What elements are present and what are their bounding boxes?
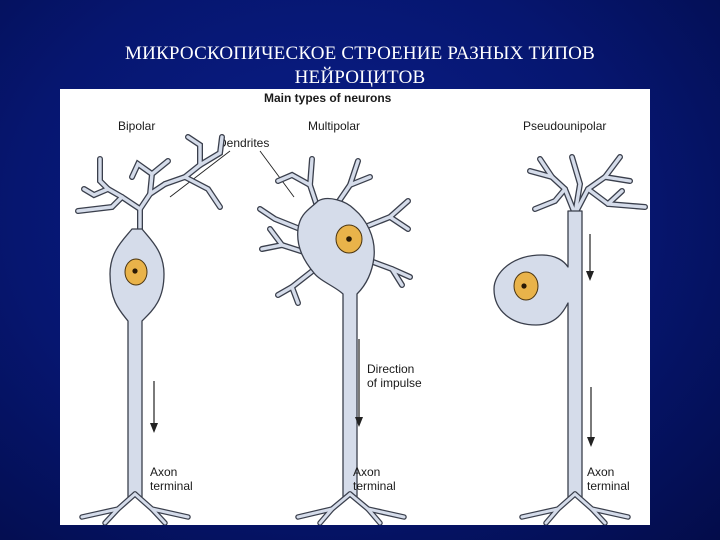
slide-title: МИКРОСКОПИЧЕСКОЕ СТРОЕНИЕ РАЗНЫХ ТИПОВ Н… (125, 43, 595, 88)
label-pseudounipolar: Pseudounipolar (523, 119, 606, 133)
dendrites-pointer-bipolar (169, 150, 231, 198)
label-axon-pseudounipolar-line1: Axon (587, 465, 614, 479)
dendrites-pointer-multipolar (259, 150, 295, 198)
label-direction-line1: Direction (367, 362, 414, 376)
pseudounipolar-neuron (493, 154, 648, 525)
multipolar-neuron (257, 156, 413, 525)
label-dendrites: Dendrites (218, 136, 269, 150)
label-axon-pseudounipolar-line2: terminal (587, 479, 630, 493)
diagram-heading: Main types of neurons (264, 91, 392, 105)
neuron-diagram: Main types of neurons Bipolar Multipolar… (75, 91, 648, 525)
label-multipolar: Multipolar (308, 119, 360, 133)
label-axon-bipolar-line2: terminal (150, 479, 193, 493)
bipolar-neuron (75, 134, 225, 525)
label-axon-bipolar-line1: Axon (150, 465, 177, 479)
label-bipolar: Bipolar (118, 119, 155, 133)
neuron-diagram-panel: Main types of neurons Bipolar Multipolar… (60, 89, 650, 525)
label-direction-line2: of impulse (367, 376, 422, 390)
label-axon-multipolar-line1: Axon (353, 465, 380, 479)
label-axon-multipolar-line2: terminal (353, 479, 396, 493)
